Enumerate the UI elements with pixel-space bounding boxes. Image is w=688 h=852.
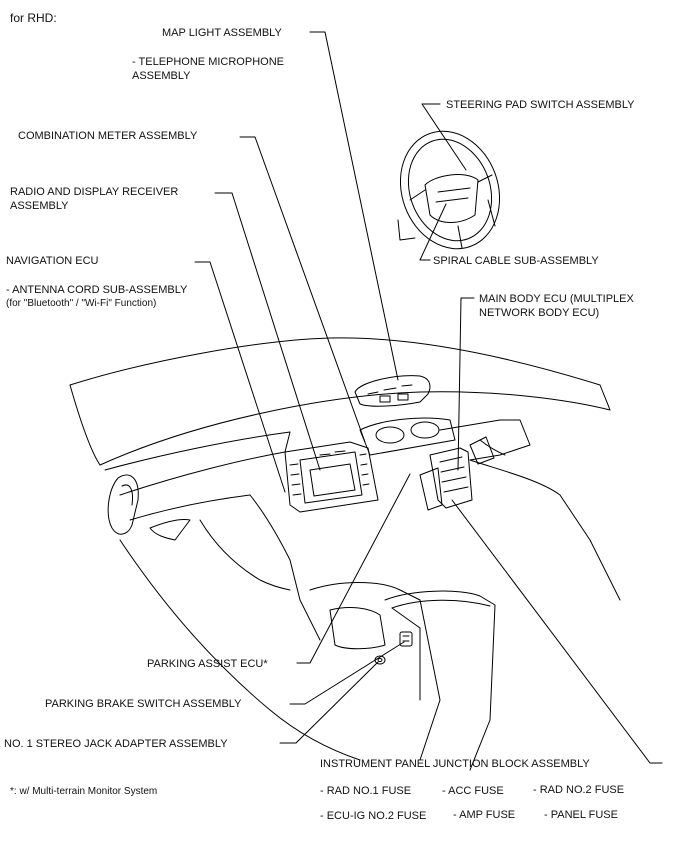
label-antenna-cord-2: (for "Bluetooth" / "Wi-Fi" Function) bbox=[6, 298, 157, 309]
leader-parking-brake bbox=[289, 641, 405, 705]
parking-brake-switch bbox=[399, 631, 413, 647]
leader-radio-display bbox=[214, 192, 321, 471]
fuse-ecu-ig-no2: - ECU-IG NO.2 FUSE bbox=[320, 810, 427, 822]
fuse-amp: - AMP FUSE bbox=[453, 809, 516, 821]
label-instrument-panel-jb: INSTRUMENT PANEL JUNCTION BLOCK ASSEMBLY bbox=[320, 758, 590, 770]
windshield-outline bbox=[69, 337, 611, 466]
label-antenna-cord-1: - ANTENNA CORD SUB-ASSEMBLY bbox=[6, 284, 188, 296]
leader-lines bbox=[194, 31, 663, 764]
variant-label: for RHD: bbox=[10, 11, 57, 25]
label-map-light: MAP LIGHT ASSEMBLY bbox=[162, 27, 282, 39]
label-main-body-ecu-1: MAIN BODY ECU (MULTIPLEX bbox=[479, 293, 634, 305]
leader-parking-assist bbox=[296, 473, 411, 664]
fuse-panel: - PANEL FUSE bbox=[544, 809, 618, 821]
fuse-rad-no1: - RAD NO.1 FUSE bbox=[320, 785, 412, 797]
label-navigation-ecu: NAVIGATION ECU bbox=[6, 255, 99, 267]
label-spiral-cable: SPIRAL CABLE SUB-ASSEMBLY bbox=[433, 255, 599, 267]
leader-main-body-ecu bbox=[457, 297, 475, 471]
junction-block bbox=[419, 447, 473, 511]
fuse-acc: - ACC FUSE bbox=[442, 785, 504, 797]
leader-stereo-jack bbox=[279, 661, 379, 744]
leader-steering-pad bbox=[421, 103, 467, 171]
label-parking-assist-ecu: PARKING ASSIST ECU* bbox=[147, 658, 268, 670]
map-light bbox=[354, 375, 431, 407]
label-telephone-mic-1: - TELEPHONE MICROPHONE bbox=[132, 56, 284, 68]
label-stereo-jack-adapter: NO. 1 STEREO JACK ADAPTER ASSEMBLY bbox=[4, 738, 228, 750]
leader-navigation-ecu bbox=[194, 261, 286, 493]
combination-meter bbox=[359, 417, 456, 456]
leader-spiral-cable bbox=[419, 203, 447, 261]
side-mirror bbox=[107, 474, 139, 535]
label-radio-display-2: ASSEMBLY bbox=[10, 200, 69, 212]
label-parking-brake-switch: PARKING BRAKE SWITCH ASSEMBLY bbox=[45, 698, 242, 710]
fuse-rad-no2: - RAD NO.2 FUSE bbox=[533, 784, 625, 796]
leader-combination-meter bbox=[239, 136, 366, 443]
label-steering-pad: STEERING PAD SWITCH ASSEMBLY bbox=[446, 99, 635, 111]
leader-junction-block bbox=[451, 499, 663, 764]
label-radio-display-1: RADIO AND DISPLAY RECEIVER bbox=[10, 186, 179, 198]
label-main-body-ecu-2: NETWORK BODY ECU) bbox=[479, 307, 600, 319]
steering-wheel-inset bbox=[397, 130, 501, 250]
label-combination-meter: COMBINATION METER ASSEMBLY bbox=[18, 130, 198, 142]
radio-display-unit bbox=[284, 441, 379, 513]
dashboard-outline bbox=[104, 419, 621, 761]
leader-map-light bbox=[309, 31, 399, 381]
footnote: *: w/ Multi-terrain Monitor System bbox=[10, 786, 158, 797]
label-telephone-mic-2: ASSEMBLY bbox=[132, 70, 191, 82]
center-console bbox=[309, 582, 496, 771]
